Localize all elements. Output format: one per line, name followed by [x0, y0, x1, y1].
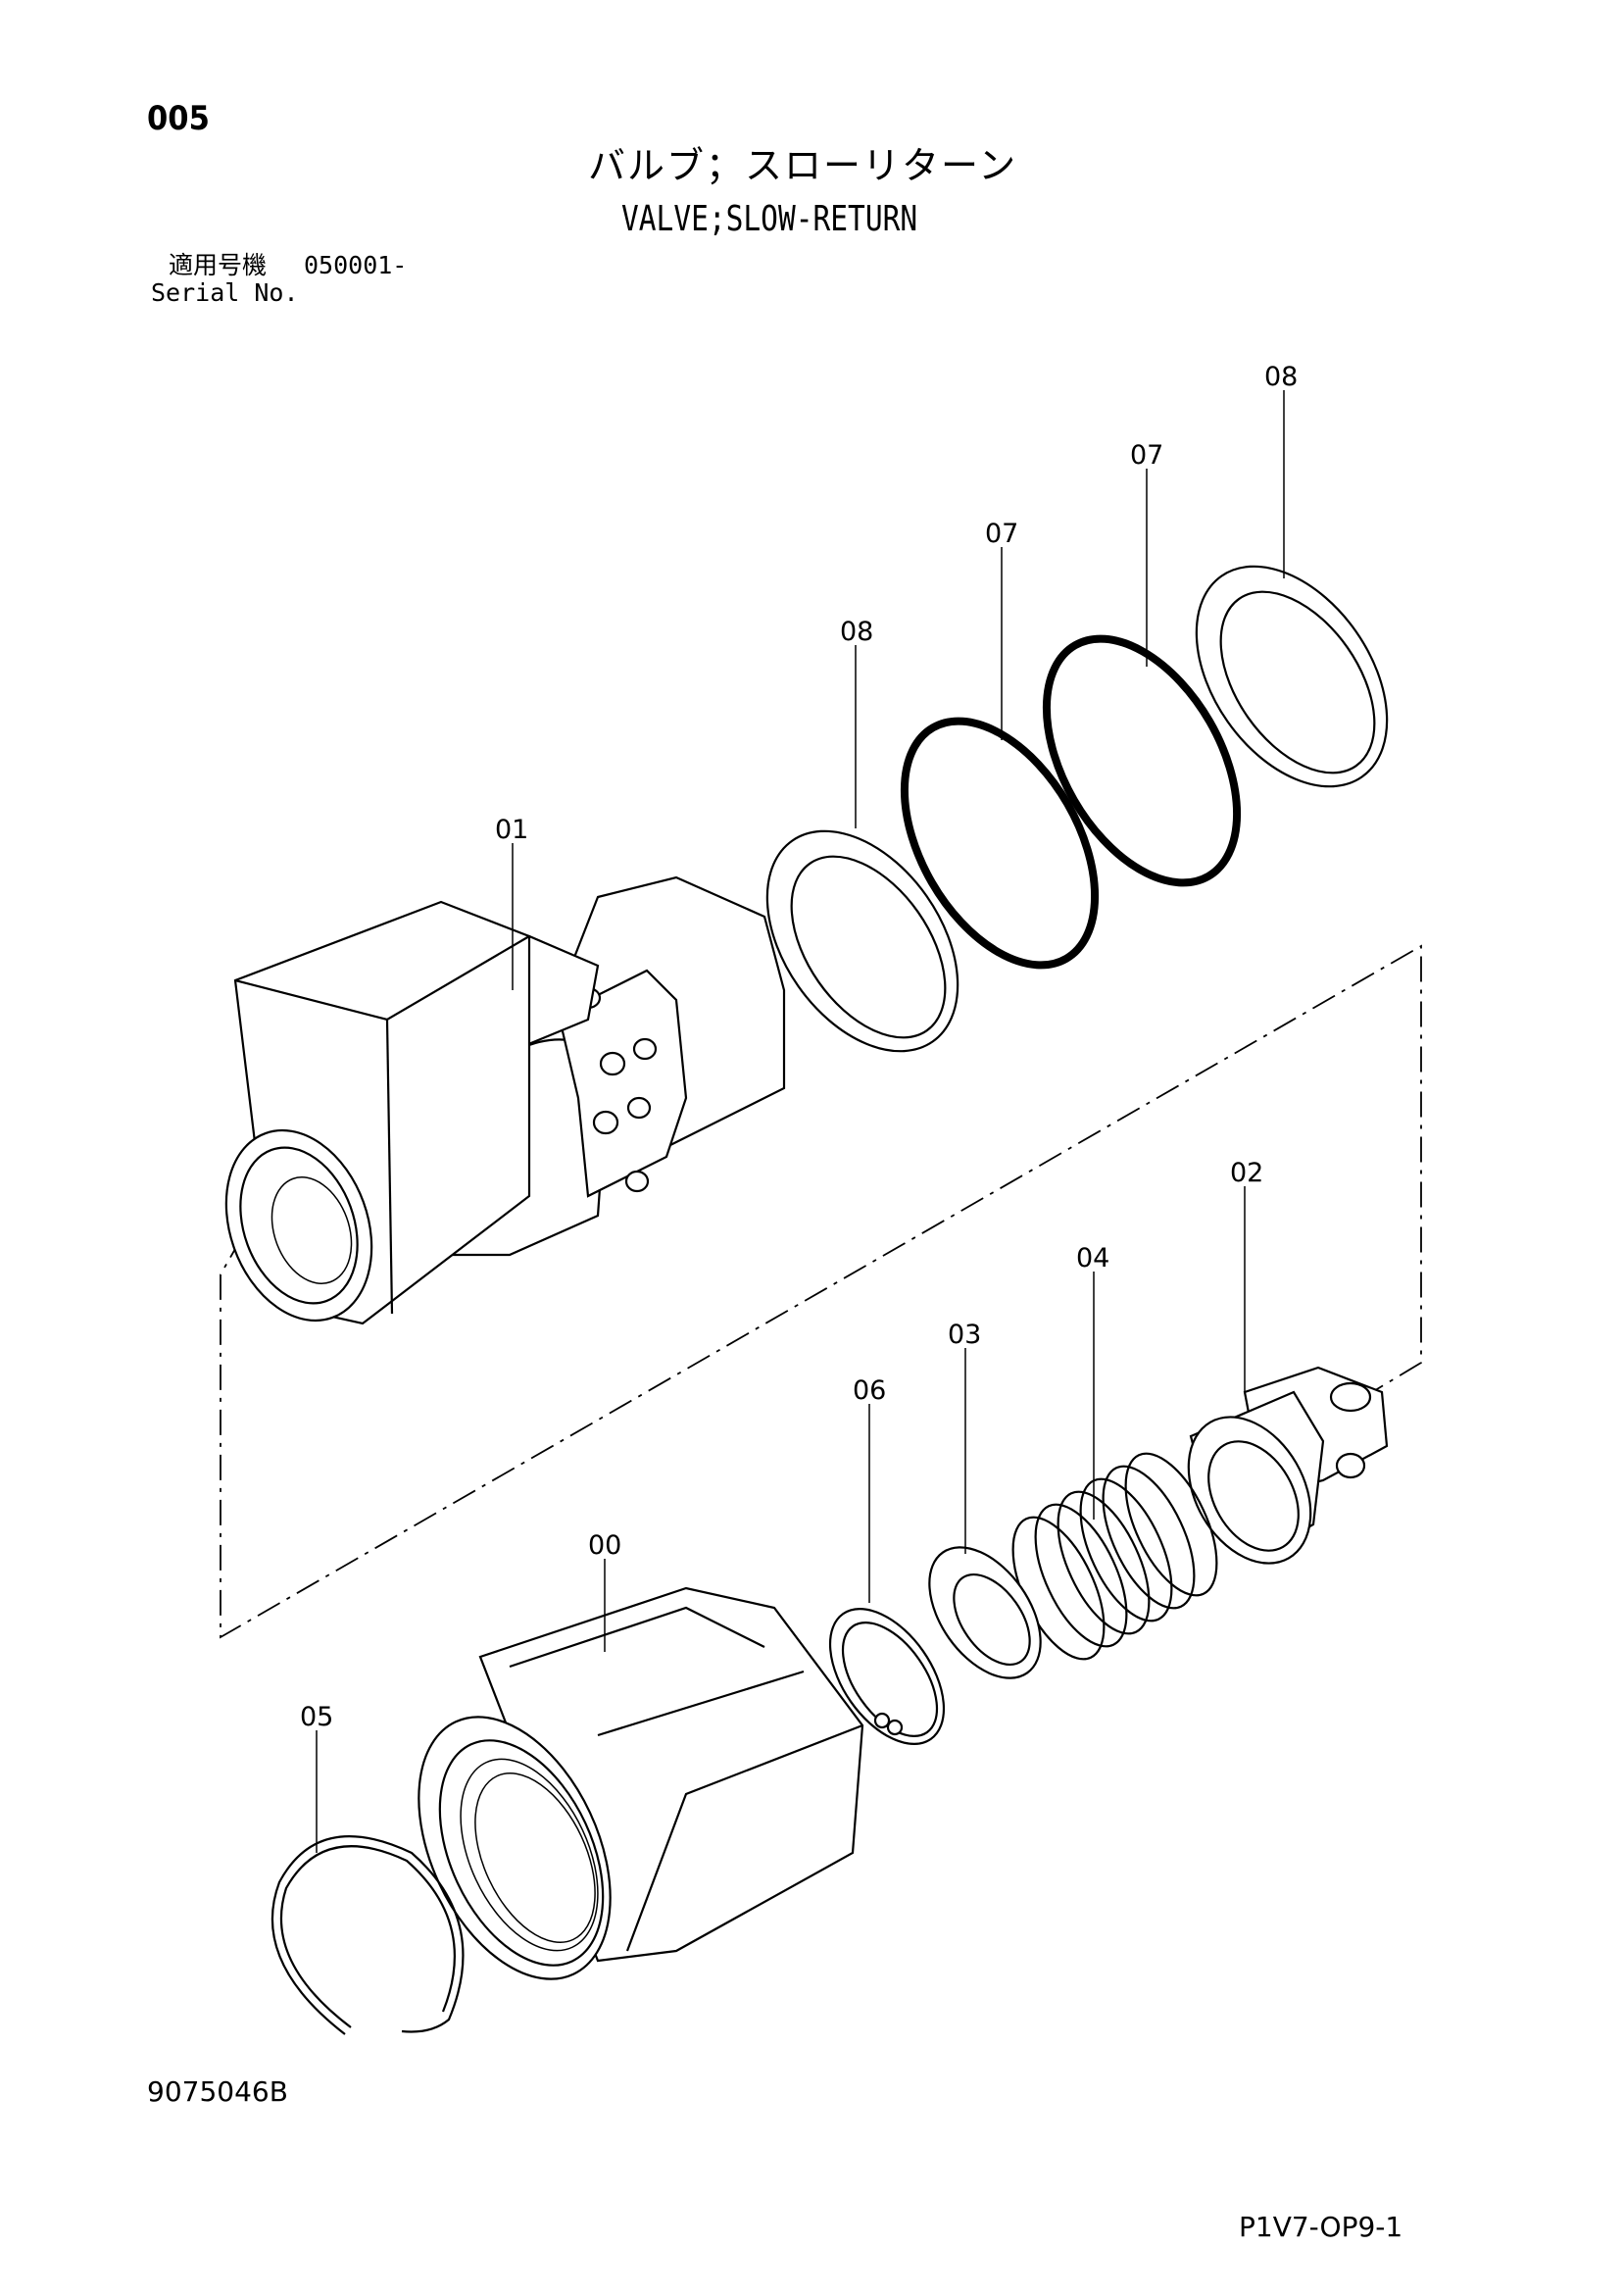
label-00: 00 [588, 1530, 621, 1561]
part-08-right-backup-ring [1195, 565, 1389, 788]
title-english: VALVE;SLOW-RETURN [621, 199, 918, 239]
serial-number: 050001- [304, 251, 408, 279]
label-01: 01 [495, 815, 528, 845]
label-07-left: 07 [985, 519, 1018, 549]
part-02-poppet [1187, 1366, 1389, 1565]
drawing-number: 9075046B [147, 2075, 288, 2108]
part-07-right-o-ring [1042, 634, 1242, 887]
part-05-retaining-ring [270, 1835, 465, 2035]
part-07-left-o-ring [900, 717, 1100, 970]
label-06: 06 [853, 1375, 886, 1406]
page-number: 005 [147, 99, 210, 138]
part-08-left-backup-ring [765, 829, 959, 1053]
label-07-right: 07 [1130, 440, 1163, 471]
label-03: 03 [948, 1320, 981, 1350]
part-03-spring-seat [928, 1546, 1042, 1679]
leader-lines [316, 390, 1285, 1853]
label-04: 04 [1076, 1243, 1109, 1273]
title-japanese: バルブ；スローリターン [588, 144, 1018, 187]
serial-label-japanese: 適用号機 [169, 251, 268, 279]
label-05: 05 [300, 1702, 333, 1732]
part-06-snap-ring [828, 1607, 946, 1746]
part-00-housing [418, 1586, 864, 1980]
part-01-valve-body [224, 875, 786, 1325]
serial-label-english: Serial No. [151, 278, 299, 307]
part-labels: 08 07 07 08 01 02 04 03 06 00 05 [300, 362, 1298, 1732]
label-08-right: 08 [1264, 362, 1298, 392]
assembly-centerline [220, 944, 1422, 1639]
sheet-id: P1V7-OP9-1 [1239, 2211, 1403, 2243]
label-02: 02 [1230, 1158, 1263, 1188]
label-08-left: 08 [840, 617, 873, 647]
